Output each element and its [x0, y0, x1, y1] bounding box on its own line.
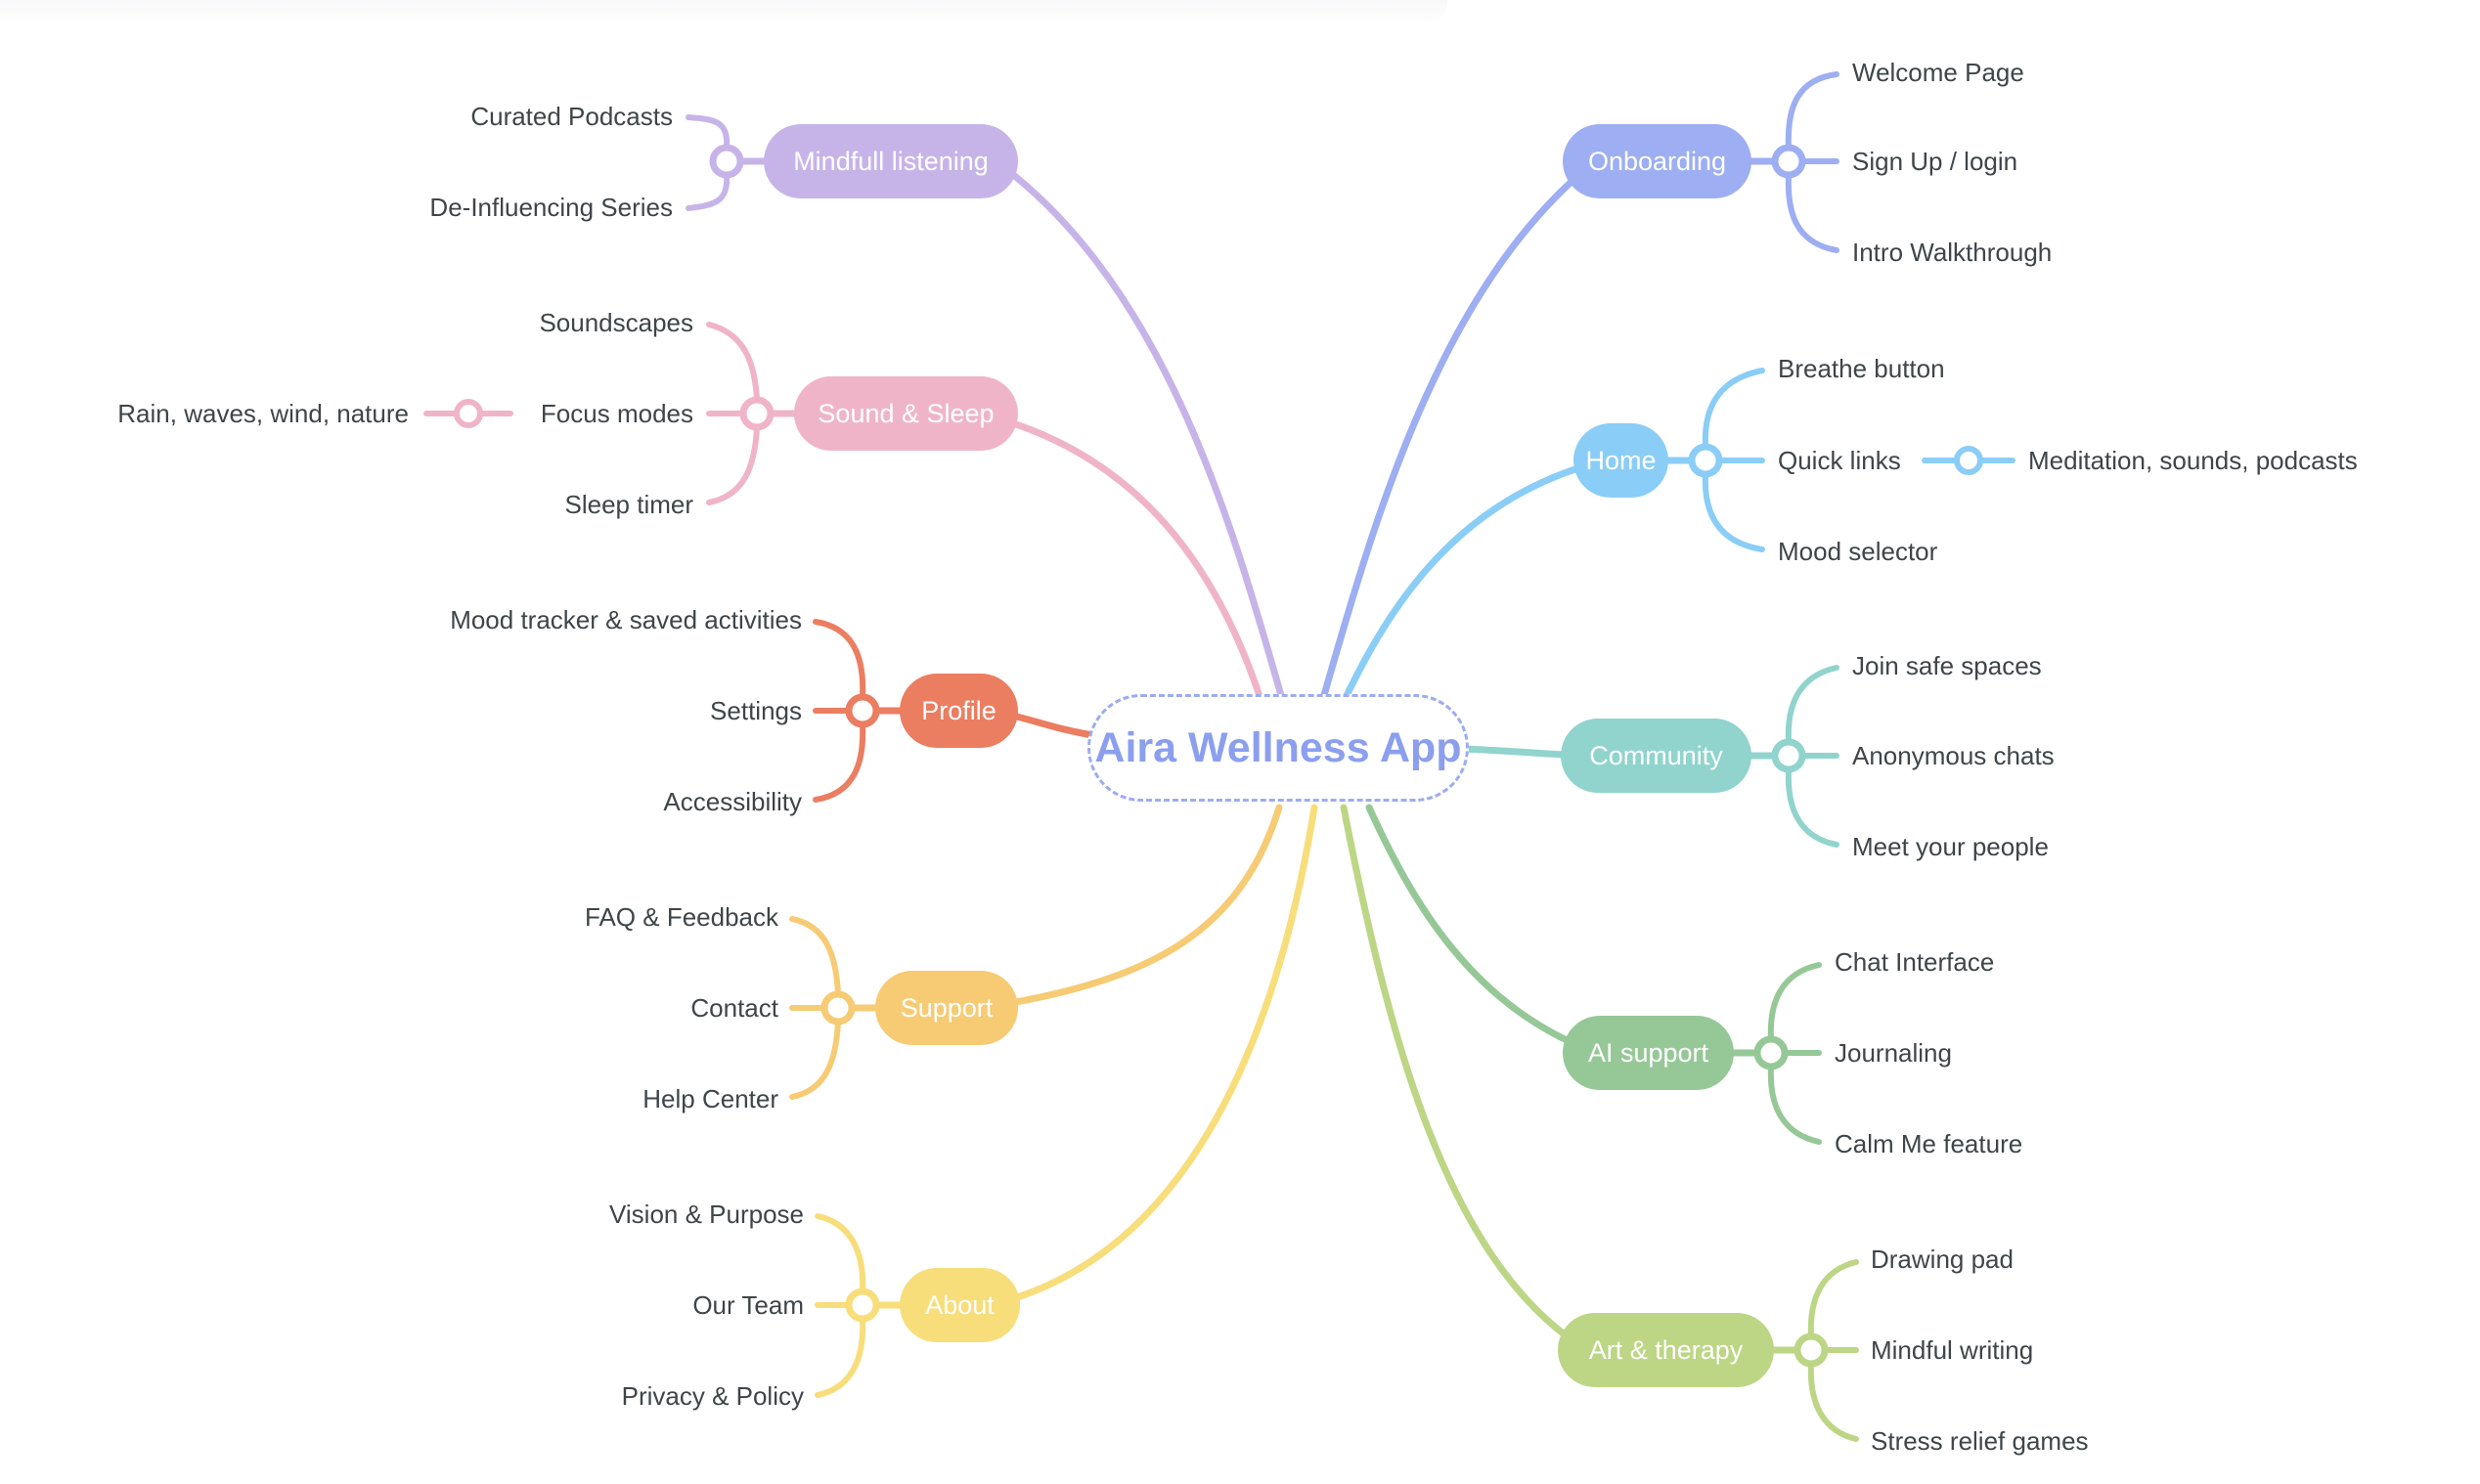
leaf-journaling[interactable]: Journaling: [1835, 1038, 1952, 1068]
connector-ring: [845, 1288, 880, 1323]
node-onboarding[interactable]: Onboarding: [1563, 124, 1751, 198]
leaf-sign-up-login[interactable]: Sign Up / login: [1852, 147, 2018, 176]
branch-line: [1460, 745, 1569, 759]
node-profile[interactable]: Profile: [900, 674, 1018, 748]
leaf-calm-me-feature[interactable]: Calm Me feature: [1835, 1129, 2023, 1158]
child-line: [706, 322, 760, 403]
node-home[interactable]: Home: [1573, 423, 1668, 498]
child-line: [815, 1213, 866, 1294]
branch-art-therapy-connectors: [1340, 804, 1859, 1442]
leaf-mood-selector[interactable]: Mood selector: [1778, 537, 1938, 566]
leaf-drawing-pad[interactable]: Drawing pad: [1871, 1244, 2014, 1274]
branch-line: [1318, 162, 1593, 706]
leaf-meditation-sounds-podcasts[interactable]: Meditation, sounds, podcasts: [2028, 446, 2358, 475]
child-line: [789, 1019, 841, 1100]
leaf-privacy-policy[interactable]: Privacy & Policy: [621, 1381, 804, 1411]
leaf-our-team[interactable]: Our Team: [692, 1290, 804, 1320]
leaf-curated-podcasts[interactable]: Curated Podcasts: [470, 102, 673, 131]
child-line: [686, 114, 731, 151]
leaf-chat-interface[interactable]: Chat Interface: [1835, 947, 1995, 977]
leaf-stress-relief-games[interactable]: Stress relief games: [1871, 1426, 2089, 1456]
connector-ring: [1688, 443, 1723, 478]
child-line: [813, 721, 866, 803]
branch-community-connectors: [1460, 665, 1839, 848]
connector-ring: [1753, 1035, 1789, 1070]
child-line: [1785, 766, 1839, 848]
leaf-mindful-writing[interactable]: Mindful writing: [1871, 1335, 2034, 1365]
leaf-meet-your-people[interactable]: Meet your people: [1852, 832, 2049, 861]
leaf-focus-modes[interactable]: Focus modes: [540, 399, 693, 428]
connector-ring: [1771, 738, 1806, 773]
branch-about-connectors: [815, 804, 1318, 1398]
branch-line: [997, 804, 1318, 1306]
child-line: [1807, 1361, 1859, 1442]
child-line: [1702, 368, 1765, 450]
leaf-vision-purpose[interactable]: Vision & Purpose: [609, 1200, 804, 1229]
branch-onboarding-connectors: [1318, 71, 1839, 706]
connector-ring: [1794, 1332, 1829, 1368]
leaf-quick-links[interactable]: Quick links: [1778, 446, 1901, 475]
branch-line: [1365, 804, 1588, 1052]
node-mindfull-listening[interactable]: Mindfull listening: [764, 124, 1018, 198]
connector-ring: [454, 399, 483, 428]
leaf-intro-walkthrough[interactable]: Intro Walkthrough: [1852, 238, 2053, 267]
leaf-contact[interactable]: Contact: [690, 993, 778, 1023]
branch-mindfull-listening-connectors: [686, 114, 1287, 706]
child-line: [813, 619, 866, 700]
leaf-help-center[interactable]: Help Center: [642, 1084, 778, 1113]
child-line: [1702, 471, 1765, 552]
leaf-join-safe-spaces[interactable]: Join safe spaces: [1852, 651, 2042, 680]
child-line: [1785, 172, 1839, 253]
leaf-accessibility[interactable]: Accessibility: [663, 787, 802, 816]
connector-ring: [709, 144, 744, 179]
child-line: [1785, 71, 1839, 151]
child-line: [815, 1316, 866, 1398]
child-line: [789, 916, 841, 997]
child-line: [1807, 1259, 1859, 1339]
node-community[interactable]: Community: [1561, 719, 1751, 793]
leaf-soundscapes[interactable]: Soundscapes: [539, 308, 693, 337]
branch-line: [998, 162, 1287, 706]
child-line: [686, 172, 731, 211]
connector-ring: [845, 693, 880, 728]
child-line: [706, 424, 760, 505]
branch-home-connectors: [1340, 368, 2015, 706]
connector-ring: [739, 396, 775, 431]
root-node[interactable]: Aira Wellness App: [1087, 694, 1469, 802]
leaf-anonymous-chats[interactable]: Anonymous chats: [1852, 741, 2055, 770]
node-ai-support[interactable]: AI support: [1563, 1016, 1734, 1090]
leaf-sleep-timer[interactable]: Sleep timer: [564, 490, 694, 519]
leaf-breathe-button[interactable]: Breathe button: [1778, 354, 1945, 383]
leaf-faq-feedback[interactable]: FAQ & Feedback: [585, 902, 778, 932]
leaf-mood-tracker-saved-activities[interactable]: Mood tracker & saved activities: [450, 605, 802, 634]
branch-line: [996, 804, 1283, 1009]
branch-ai-support-connectors: [1365, 804, 1822, 1145]
node-art-therapy[interactable]: Art & therapy: [1558, 1313, 1774, 1387]
connector-ring: [1954, 446, 1983, 475]
branch-line: [994, 415, 1265, 706]
branch-support-connectors: [789, 804, 1283, 1100]
node-sound-sleep[interactable]: Sound & Sleep: [794, 376, 1018, 451]
node-support[interactable]: Support: [875, 971, 1018, 1045]
leaf-rain-waves-wind-nature[interactable]: Rain, waves, wind, nature: [117, 399, 409, 428]
branch-sound-sleep-connectors: [423, 322, 1265, 706]
window-edge-shade: [0, 0, 1447, 25]
branch-line: [1340, 459, 1598, 706]
connector-ring: [820, 990, 856, 1026]
child-line: [1767, 1064, 1822, 1145]
leaf-settings[interactable]: Settings: [710, 696, 802, 725]
leaf-welcome-page[interactable]: Welcome Page: [1852, 58, 2024, 87]
connector-ring: [1771, 144, 1806, 179]
branch-line: [1340, 804, 1583, 1349]
node-about[interactable]: About: [900, 1268, 1020, 1342]
child-line: [1785, 665, 1839, 745]
child-line: [1767, 962, 1822, 1042]
leaf-de-influencing-series[interactable]: De-Influencing Series: [429, 193, 673, 222]
